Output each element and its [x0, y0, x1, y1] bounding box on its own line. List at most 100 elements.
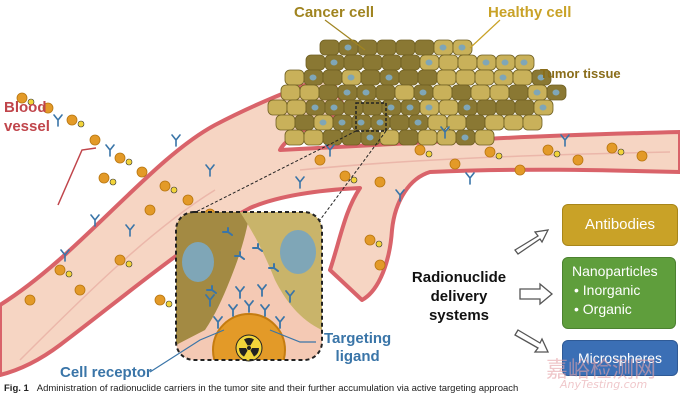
healthy-cell — [394, 84, 415, 101]
cancer-cell — [360, 69, 381, 86]
radionuclide-particle — [136, 166, 148, 178]
delivery-title-line1: Radionuclide — [411, 269, 507, 286]
healthy-cell — [438, 99, 459, 116]
radionuclide-particle — [144, 204, 156, 216]
cancer-cell — [319, 39, 340, 56]
radionuclide-particle — [54, 264, 66, 276]
radionuclide-particle — [66, 114, 78, 126]
healthy-cell — [474, 69, 495, 86]
tumor-tissue-label: Tumor tissue — [540, 66, 621, 81]
blood-vessel-callout-line — [57, 147, 97, 206]
radionuclide-particle — [636, 150, 648, 162]
antibodies-label: Antibodies — [584, 216, 656, 233]
antibody-icon — [465, 172, 475, 185]
inset-nucleus-right — [280, 230, 316, 274]
healthy-cell — [474, 129, 495, 146]
receptor-icon — [268, 263, 279, 272]
radiation-marker-icon — [170, 186, 178, 194]
healthy-cell — [275, 114, 296, 131]
healthy-cell — [379, 129, 400, 146]
healthy-cell — [284, 129, 305, 146]
cancer-cell — [414, 39, 435, 56]
arrow-to-nanoparticles — [519, 282, 554, 306]
watermark-chinese: 嘉峪检测网 — [546, 358, 657, 383]
cancer-cell — [362, 54, 383, 71]
nanoparticles-box: Nanoparticles • Inorganic • Organic — [562, 257, 676, 329]
cell-nucleus — [343, 89, 351, 96]
ligand-icon — [257, 284, 267, 297]
cell-nucleus — [539, 104, 547, 111]
healthy-cell — [446, 114, 467, 131]
nanoparticles-title: Nanoparticles — [572, 263, 658, 279]
healthy-cell-label: Healthy cell — [488, 4, 572, 21]
cell-nucleus — [376, 119, 384, 126]
watermark-latin: AnyTesting.com — [560, 378, 648, 391]
healthy-cell — [299, 84, 320, 101]
cell-nucleus — [458, 44, 466, 51]
cancer-cell — [389, 114, 410, 131]
ligand-icon — [213, 316, 223, 329]
cancer-cell — [400, 54, 421, 71]
cell-nucleus — [533, 89, 541, 96]
magnified-inset — [175, 211, 323, 362]
radiation-marker-icon — [165, 300, 173, 308]
antibody-icon — [295, 176, 305, 189]
cell-nucleus — [461, 134, 469, 141]
radionuclide-particle — [154, 294, 166, 306]
blood-vessel-label-line1: Blood — [4, 99, 47, 116]
ligand-icon — [244, 300, 254, 313]
blood-vessel-label-line2: vessel — [4, 118, 50, 135]
cancer-cell — [343, 99, 364, 116]
cell-nucleus — [482, 59, 490, 66]
radiation-marker-icon — [77, 120, 85, 128]
receptor-icon — [234, 251, 245, 260]
cancer-cell — [341, 129, 362, 146]
antibody-icon — [440, 126, 450, 139]
radionuclide-carriers — [16, 92, 648, 308]
healthy-cell — [436, 69, 457, 86]
cell-receptor-label: Cell receptor — [60, 364, 152, 381]
radiation-marker-icon — [553, 150, 561, 158]
cell-nucleus — [501, 59, 509, 66]
radionuclide-particle — [89, 134, 101, 146]
antibody-ligands — [53, 114, 570, 262]
ligand-icon — [235, 286, 245, 299]
cell-nucleus — [319, 119, 327, 126]
healthy-cell — [457, 54, 478, 71]
cell-nucleus — [419, 89, 427, 96]
antibodies-box: Antibodies — [562, 204, 678, 246]
cell-nucleus — [439, 44, 447, 51]
healthy-cell-callout-line — [469, 19, 501, 49]
antibody-icon — [60, 249, 70, 262]
cancer-cell — [381, 54, 402, 71]
cancer-cell — [343, 54, 364, 71]
radionuclide-particle — [374, 259, 386, 271]
antibody-icon — [205, 164, 215, 177]
healthy-cell — [284, 69, 305, 86]
delivery-title-line2: delivery — [430, 288, 488, 305]
antibody-icon — [125, 224, 135, 237]
cancer-cell — [465, 114, 486, 131]
microspheres-label: Microspheres — [577, 350, 663, 366]
radiation-marker-icon — [617, 148, 625, 156]
cancer-cell — [508, 84, 529, 101]
cell-nucleus — [357, 119, 365, 126]
cell-nucleus — [499, 74, 507, 81]
cell-nucleus — [552, 89, 560, 96]
healthy-cell — [267, 99, 288, 116]
cell-nucleus — [362, 89, 370, 96]
radiation-marker-icon — [27, 98, 35, 106]
magnified-region-marker — [355, 102, 387, 132]
cell-nucleus — [330, 104, 338, 111]
radionuclide-particle — [16, 92, 28, 104]
cancer-cell — [305, 54, 326, 71]
targeting-ligand-label-line2: ligand — [335, 348, 380, 365]
arrow-to-antibodies — [514, 229, 550, 255]
cancer-cell-callout-line — [324, 19, 366, 51]
healthy-cell — [484, 114, 505, 131]
radionuclide-particle — [159, 180, 171, 192]
healthy-cell — [489, 84, 510, 101]
cancer-cell — [375, 84, 396, 101]
cell-nucleus — [414, 119, 422, 126]
